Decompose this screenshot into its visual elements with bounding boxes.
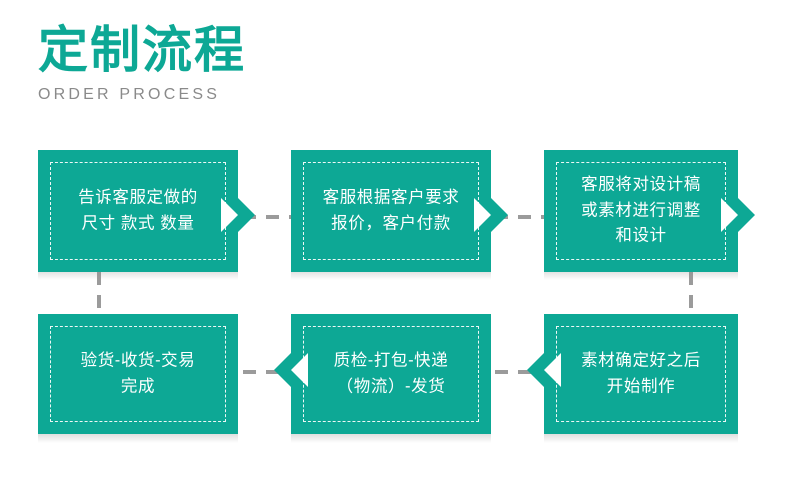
step-3-label: 客服将对设计稿 或素材进行调整 和设计: [581, 175, 701, 245]
step-3-arrow-icon: [738, 198, 755, 232]
step-6-label: 验货-收货-交易 完成: [80, 351, 196, 395]
step-5-shadow: [291, 434, 491, 443]
step-4-arrow-icon: [527, 353, 544, 387]
connector-step4-to-step5: [495, 370, 545, 374]
connector-step5-to-step6: [243, 370, 293, 374]
step-box-5[interactable]: 质检-打包-快递 （物流）-发货: [291, 314, 491, 434]
step-4-label: 素材确定好之后 开始制作: [581, 351, 701, 395]
step-5-notch-cut: [291, 353, 308, 387]
step-1-arrow-icon: [238, 198, 255, 232]
step-6-shadow: [38, 434, 238, 443]
step-1-shadow: [38, 271, 238, 280]
step-2-label: 客服根据客户要求 报价，客户付款: [322, 188, 460, 232]
step-box-2[interactable]: 客服根据客户要求 报价，客户付款: [291, 150, 491, 272]
step-6-inner-border: [50, 326, 226, 422]
step-box-3[interactable]: 客服将对设计稿 或素材进行调整 和设计: [544, 150, 738, 272]
connector-step1-to-step2: [243, 215, 293, 219]
page-title: 定制流程: [38, 22, 246, 78]
page-subtitle: ORDER PROCESS: [38, 85, 221, 103]
step-4-shadow: [544, 434, 738, 443]
step-1-label: 告诉客服定做的 尺寸 款式 数量: [78, 188, 198, 232]
connector-step3-to-step4: [689, 272, 693, 314]
step-2-shadow: [291, 271, 491, 280]
step-box-4[interactable]: 素材确定好之后 开始制作: [544, 314, 738, 434]
step-box-1[interactable]: 告诉客服定做的 尺寸 款式 数量: [38, 150, 238, 272]
connector-step2-to-step3: [495, 215, 545, 219]
step-2-arrow-icon: [491, 198, 508, 232]
step-5-label: 质检-打包-快递 （物流）-发货: [333, 351, 449, 395]
step-4-notch-cut: [544, 353, 561, 387]
step-5-arrow-icon: [274, 353, 291, 387]
step-1-notch-cut: [221, 198, 238, 232]
step-3-shadow: [544, 271, 738, 280]
connector-step6-to-step1: [97, 272, 101, 314]
step-3-notch-cut: [721, 198, 738, 232]
step-box-6[interactable]: 验货-收货-交易 完成: [38, 314, 238, 434]
diagram-header: 定制流程 ORDER PROCESS: [38, 22, 246, 104]
step-2-notch-cut: [474, 198, 491, 232]
